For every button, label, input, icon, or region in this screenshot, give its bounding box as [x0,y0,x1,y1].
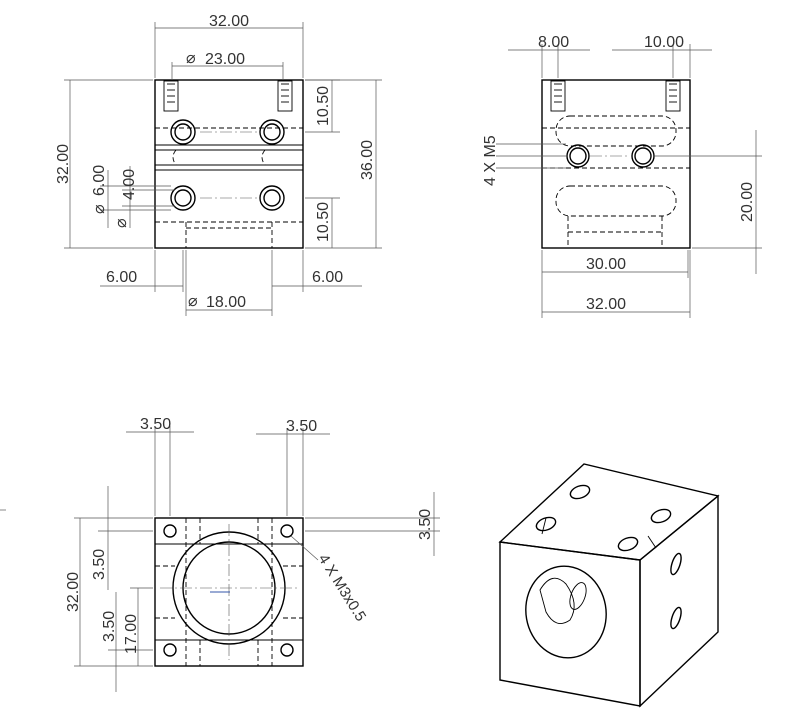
front-dim-hole-dia-a: 6.00 [91,165,108,196]
iso-top-hole-2 [650,508,672,524]
side-dim-thread-callout: 4 X M5 [482,135,499,186]
iso-side-hole-2 [670,606,682,630]
front-view-outline [154,79,304,249]
front-dim-diameter-symbol-b: ⌀ [91,204,108,214]
top-hole-upper-right [280,524,294,538]
front-hole-lower-right [259,185,285,211]
top-view-outline [154,517,304,667]
side-view: 8.00 10.00 4 X M5 20.00 30.00 32.00 [482,34,762,318]
front-view: 32.00 ⌀ 23.00 32.00 10.50 36.00 10.50 ⌀ [55,13,382,316]
iso-front-bore [525,565,607,659]
iso-side-hole-1 [670,552,682,576]
top-hole-upper-left [163,524,177,538]
top-dim-upper-vertical: 3.50 [91,549,108,580]
top-dim-left-inset: 3.50 [140,416,171,433]
front-dim-diameter-symbol-a: ⌀ [186,50,196,67]
iso-top-hole-3 [535,516,557,532]
top-dim-thread-callout: 4 X M3x0.5 [315,551,370,624]
front-dim-edge-left: 6.00 [106,269,137,286]
front-dim-hole-dia-b: 4.00 [121,169,138,200]
front-top-tap-left [163,80,179,112]
iso-top-hole-1 [569,484,591,500]
top-hole-lower-right [280,643,294,657]
front-hole-lower-left [170,185,196,211]
front-dim-diameter-symbol-d: ⌀ [188,293,198,310]
top-dim-right-inset: 3.50 [286,418,317,435]
front-dim-height-left: 32.00 [55,144,72,184]
side-dim-right-offset: 10.00 [644,34,684,51]
top-dim-overall-height: 32.00 [65,572,82,612]
front-hole-upper-left [170,119,196,145]
front-dim-bore-inner: 18.00 [206,294,246,311]
front-dim-height-right: 36.00 [359,140,376,180]
top-view: 3.50 3.50 3.50 32.00 3.50 3.50 17.00 4 X… [65,416,440,692]
iso-top-hole-4 [617,536,639,552]
side-hole-right [631,144,655,168]
side-hole-left [566,144,590,168]
top-dim-right-vertical: 3.50 [417,509,434,540]
front-top-tap-right [277,80,293,112]
side-view-outline [541,79,691,249]
side-dim-hole-height: 20.00 [739,182,756,222]
top-dim-hole-center: 17.00 [123,614,140,654]
side-dim-left-offset: 8.00 [538,34,569,51]
side-dim-inner-width: 30.00 [586,256,626,273]
front-hole-upper-right [259,119,285,145]
front-dim-upper-offset: 10.50 [315,86,332,126]
isometric-view [498,463,720,708]
side-dim-overall-width: 32.00 [586,296,626,313]
front-dim-edge-right: 6.00 [312,269,343,286]
top-dim-lower-vertical: 3.50 [101,611,118,642]
iso-right-face [639,494,719,708]
top-hole-lower-left [163,643,177,657]
front-dim-lower-offset: 10.50 [315,202,332,242]
side-top-tap-left [550,80,566,112]
front-dim-width-top: 32.00 [209,13,249,30]
front-dim-bore-outer: 23.00 [205,51,245,68]
front-dim-diameter-symbol-c: ⌀ [113,218,130,228]
side-top-tap-right [665,80,681,112]
